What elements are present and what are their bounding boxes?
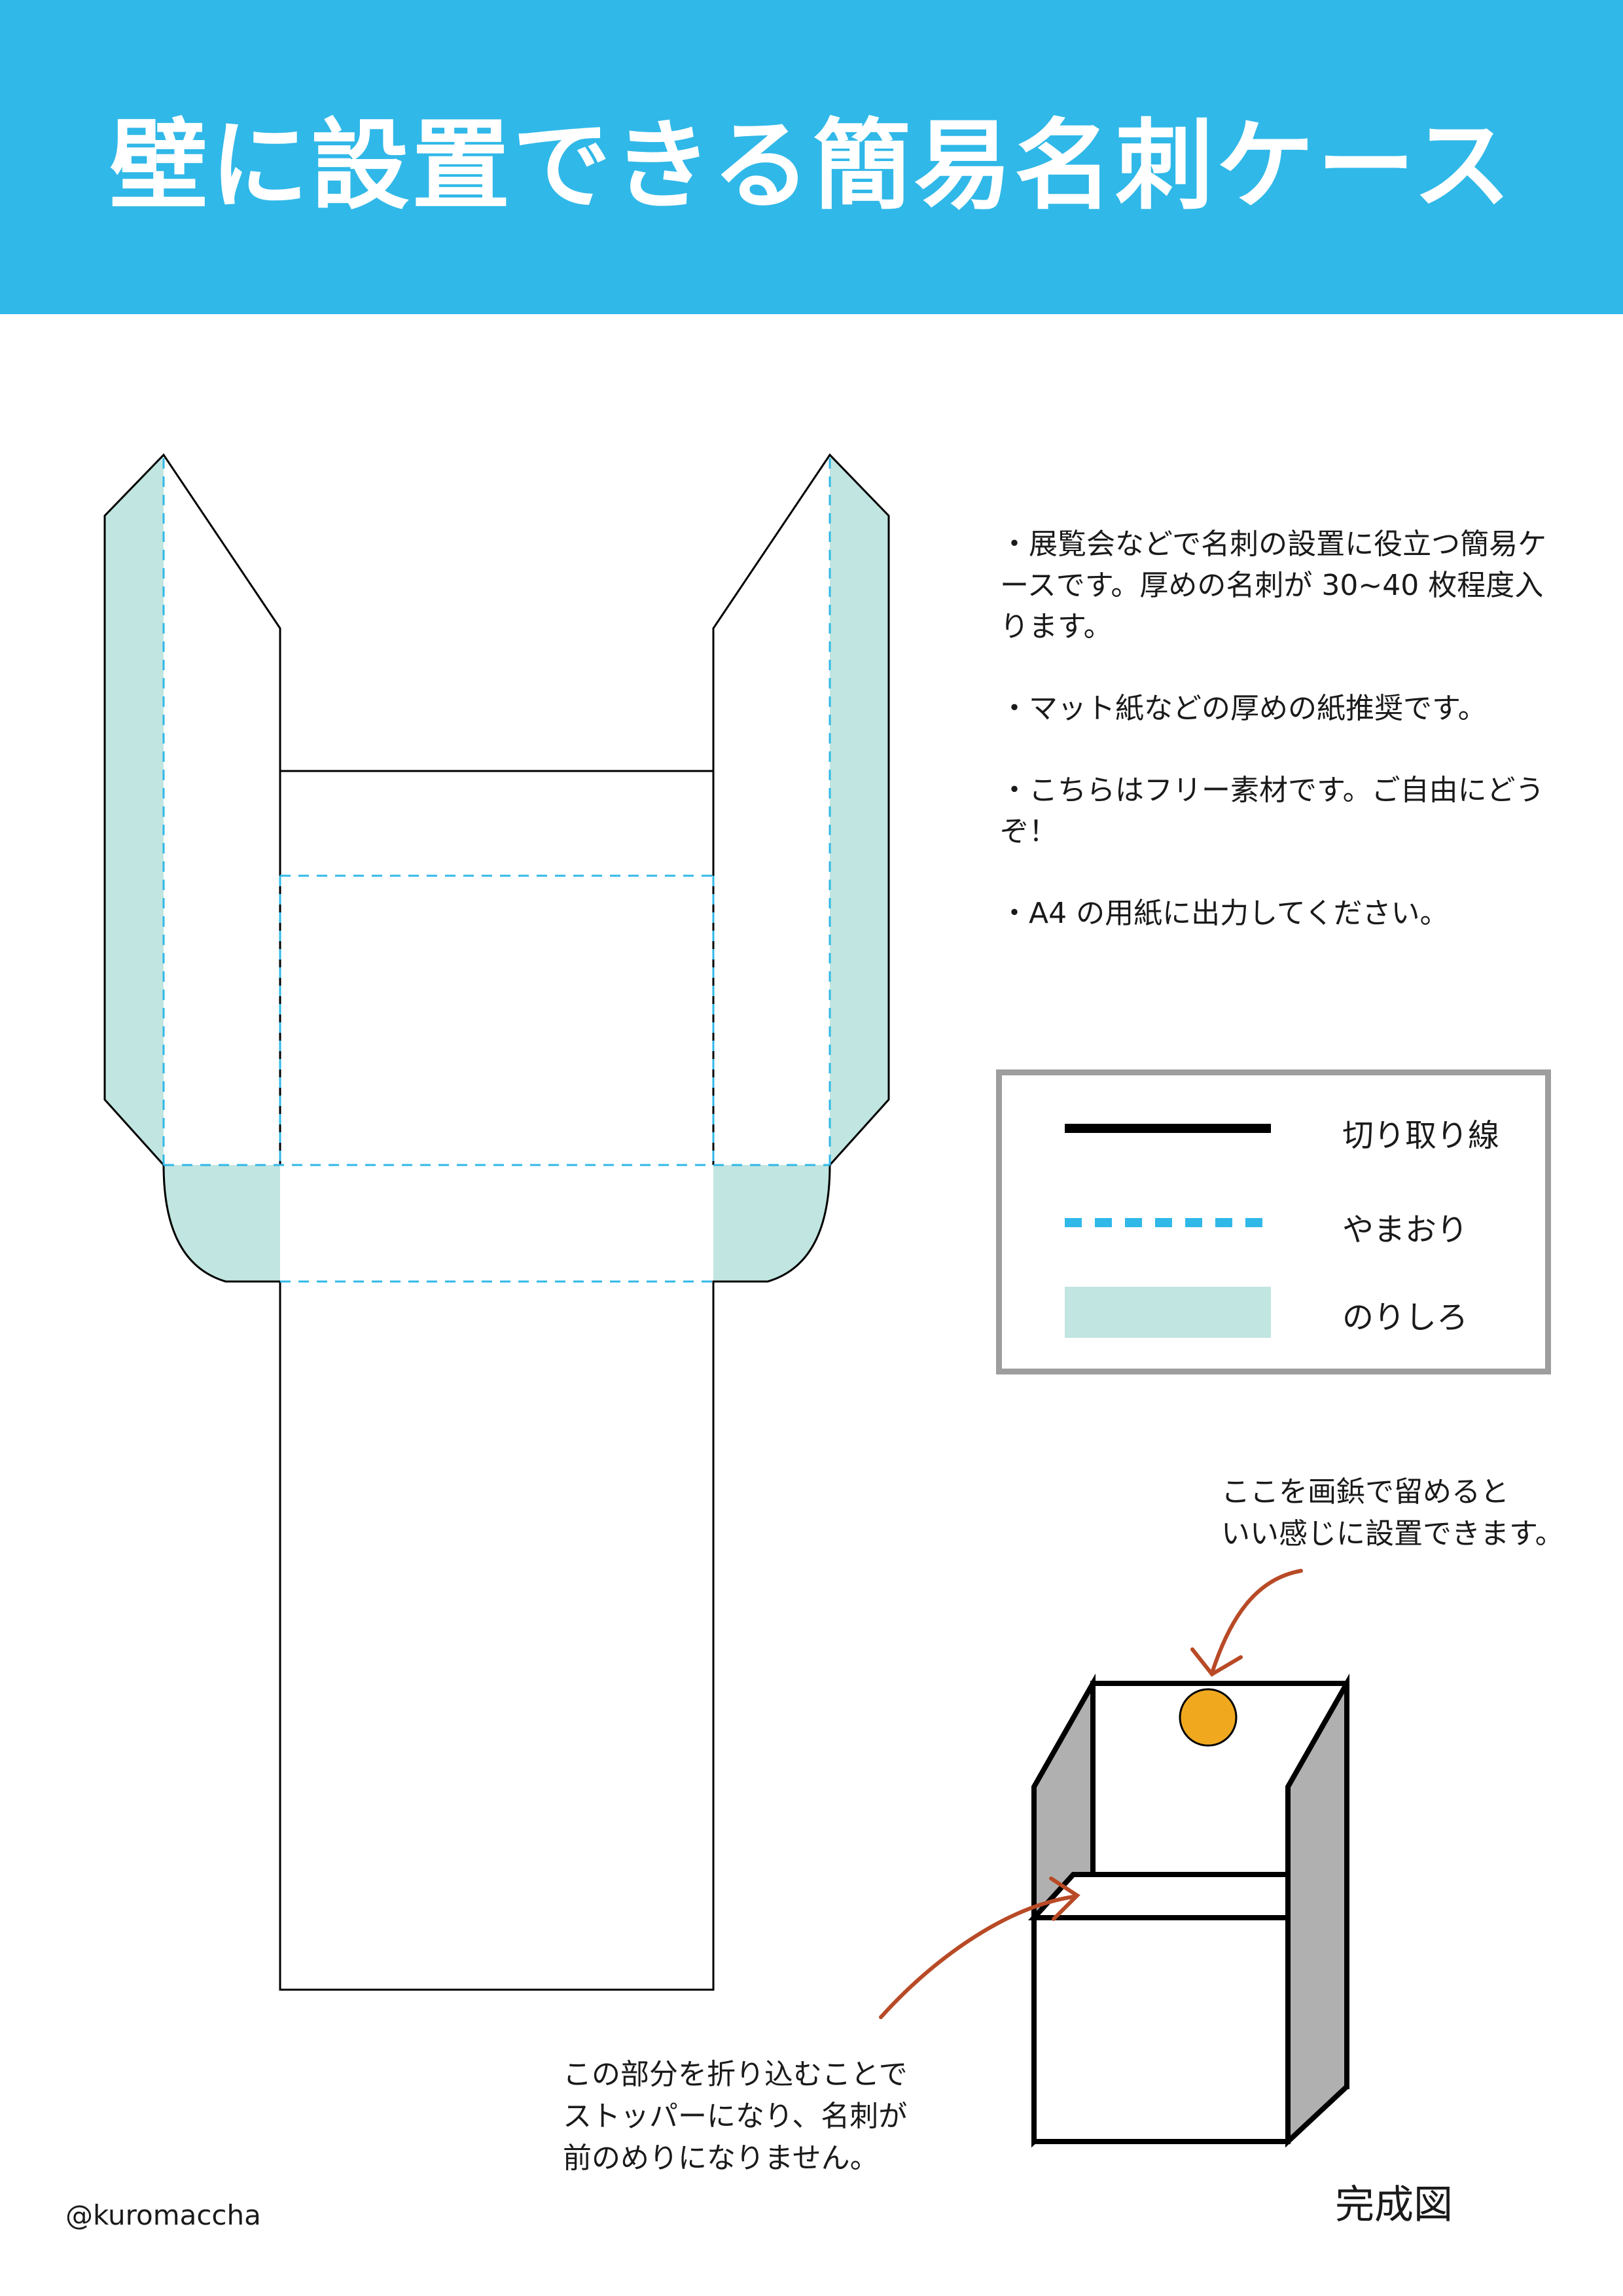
note-item: ・こちらはフリー素材です。ご自由にどうぞ！ [1000,774,1544,848]
pin-callout: ここを画鋲で留めると いい感じに設置できます。 [1221,1471,1564,1555]
box-front-panel [1031,1915,1291,2144]
pin-callout-line: ここを画鋲で留めると [1221,1475,1509,1509]
pin-icon [1179,1688,1238,1747]
page-title: 壁に設置できる簡易名刺ケース [109,109,1514,223]
glue-right-tab [713,1165,830,1282]
title-banner [0,0,1623,314]
stopper-callout-line: ストッパーになり、名刺が [563,2100,908,2133]
stopper-arrowhead-icon [1049,1876,1080,1921]
legend-cut-label: 切り取り線 [1342,1117,1500,1154]
author-credit: @kuromaccha [65,2199,261,2231]
pin-callout-line: いい感じに設置できます。 [1221,1517,1564,1551]
glue-left-tab [164,1165,280,1282]
note-item: ・展覧会などで名刺の設置に役立つ簡易ケースです。厚めの名刺が 30~40 枚程度… [1000,528,1547,643]
stopper-arrow-icon [879,1895,1075,2019]
pin-arrow-icon [1210,1569,1303,1675]
glue-right-flap [830,455,889,1165]
note-item: ・A4 の用紙に出力してください。 [1000,897,1449,930]
legend-fold-label: やまおり [1342,1211,1469,1248]
glue-left-flap [105,455,164,1165]
finished-label: 完成図 [1335,2182,1453,2228]
arrows [879,1569,1303,2019]
legend: 切り取り線 やまおり のりしろ [996,1069,1551,1374]
legend-glue-label: のりしろ [1342,1299,1469,1336]
finished-box [1027,1673,1349,2148]
stopper-callout-line: 前のめりになりません。 [563,2142,879,2175]
legend-glue-swatch [1065,1287,1271,1338]
box-right-side [1285,1673,1349,2148]
pin-arrowhead-icon [1190,1647,1243,1677]
glue-areas [105,455,889,1282]
stopper-callout: この部分を折り込むことで ストッパーになり、名刺が 前のめりになりません。 [563,2054,908,2179]
legend-swatches [1065,1124,1271,1338]
notes-list: ・展覧会などで名刺の設置に役立つ簡易ケースです。厚めの名刺が 30~40 枚程度… [1000,524,1563,975]
stopper-callout-line: この部分を折り込むことで [563,2058,908,2091]
mountain-folds [162,458,831,1283]
note-item: ・マット紙などの厚めの紙推奨です。 [1000,692,1487,725]
